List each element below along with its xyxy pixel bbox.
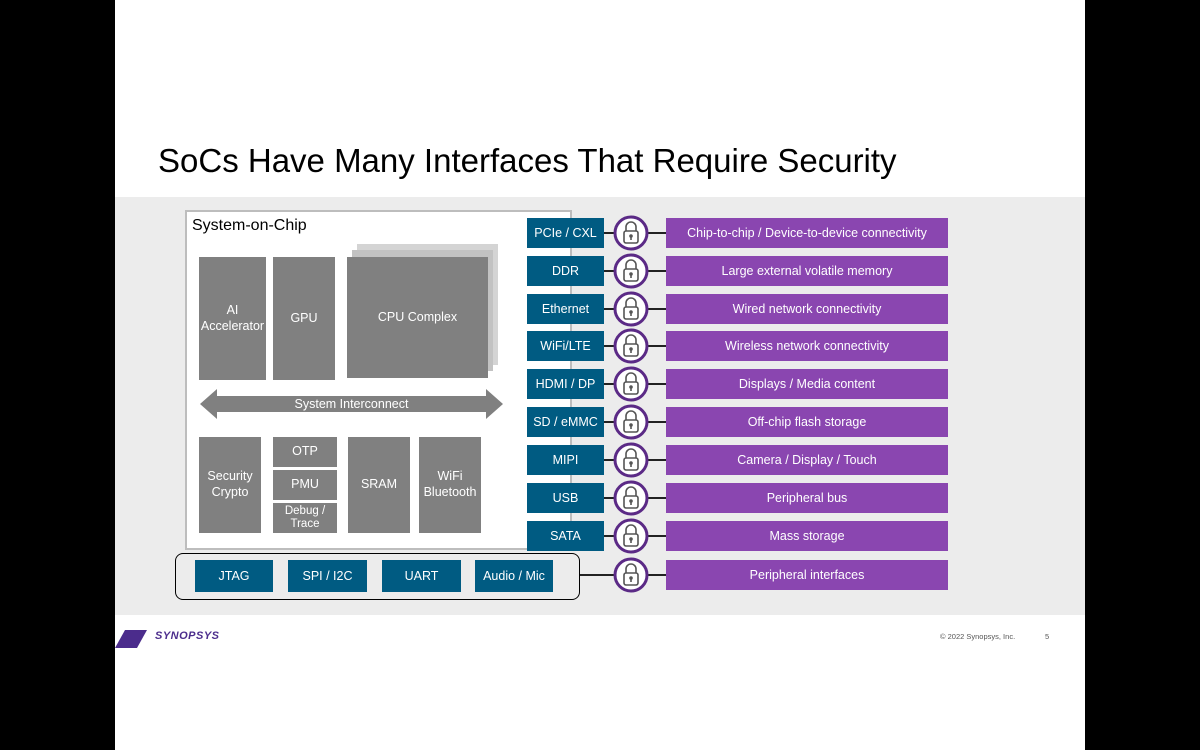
interface-description: Chip-to-chip / Device-to-device connecti… — [666, 218, 948, 248]
interface-name: WiFi/LTE — [527, 331, 604, 361]
sram-block: SRAM — [348, 437, 410, 533]
interface-name: PCIe / CXL — [527, 218, 604, 248]
jtag-interface: JTAG — [195, 560, 273, 592]
audio-mic-interface: Audio / Mic — [475, 560, 553, 592]
interface-name: USB — [527, 483, 604, 513]
gpu-block: GPU — [273, 257, 335, 380]
interface-description: Wired network connectivity — [666, 294, 948, 324]
interface-name: DDR — [527, 256, 604, 286]
padlock-icon — [613, 291, 649, 327]
padlock-icon — [613, 253, 649, 289]
padlock-icon — [613, 215, 649, 251]
uart-interface: UART — [382, 560, 461, 592]
synopsys-logo-icon — [115, 630, 147, 648]
wifi-bluetooth-block: WiFi Bluetooth — [419, 437, 481, 533]
system-interconnect-arrow — [200, 389, 503, 419]
synopsys-logo-text: SYNOPSYS — [155, 630, 220, 642]
debug-trace-block: Debug / Trace — [273, 503, 337, 533]
interface-name: SD / eMMC — [527, 407, 604, 437]
padlock-icon — [613, 480, 649, 516]
padlock-icon — [613, 557, 649, 593]
interface-name: MIPI — [527, 445, 604, 475]
pmu-block: PMU — [273, 470, 337, 500]
slide-title: SoCs Have Many Interfaces That Require S… — [158, 142, 897, 179]
interface-description: Mass storage — [666, 521, 948, 551]
interface-description: Peripheral bus — [666, 483, 948, 513]
interface-description: Wireless network connectivity — [666, 331, 948, 361]
page-number: 5 — [1045, 632, 1050, 641]
peripheral-interfaces-group — [175, 553, 580, 600]
padlock-icon — [613, 442, 649, 478]
interface-description: Peripheral interfaces — [666, 560, 948, 590]
interface-name: Ethernet — [527, 294, 604, 324]
system-on-chip-label: System-on-Chip — [192, 217, 307, 234]
padlock-icon — [613, 518, 649, 554]
interface-description: Camera / Display / Touch — [666, 445, 948, 475]
spi-i2c-interface: SPI / I2C — [288, 560, 367, 592]
system-interconnect-label: System Interconnect — [294, 397, 409, 411]
interface-description: Displays / Media content — [666, 369, 948, 399]
interface-name: SATA — [527, 521, 604, 551]
interface-name: HDMI / DP — [527, 369, 604, 399]
padlock-icon — [613, 366, 649, 402]
interface-description: Off-chip flash storage — [666, 407, 948, 437]
slide: SoCs Have Many Interfaces That Require S… — [115, 0, 1085, 750]
otp-block: OTP — [273, 437, 337, 467]
security-crypto-block: Security Crypto — [199, 437, 261, 533]
copyright-text: © 2022 Synopsys, Inc. — [940, 632, 1016, 641]
padlock-icon — [613, 328, 649, 364]
ai-accelerator-block: AI Accelerator — [199, 257, 266, 380]
interface-description: Large external volatile memory — [666, 256, 948, 286]
cpu-complex-block: CPU Complex — [347, 257, 488, 378]
padlock-icon — [613, 404, 649, 440]
